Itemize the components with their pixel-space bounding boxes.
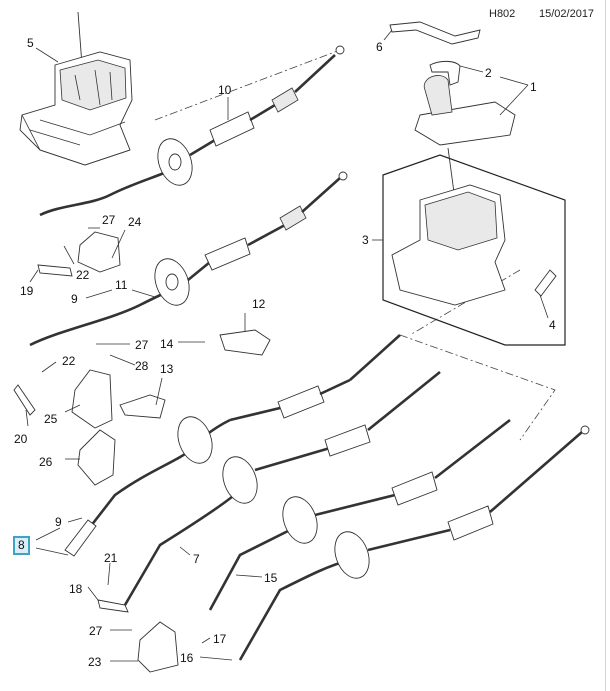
diagram-date: 15/02/2017 [539, 8, 595, 20]
callout-28[interactable]: 28 [135, 359, 149, 373]
callout-8-selected[interactable]: 8 [13, 536, 30, 555]
cable-part-16[interactable] [208, 418, 511, 611]
callout-26[interactable]: 26 [39, 455, 53, 469]
callout-22-lower[interactable]: 22 [62, 354, 76, 368]
callout-13[interactable]: 13 [160, 362, 174, 376]
cable-end-part-4[interactable] [534, 269, 557, 297]
assembly-box-part-3 [382, 154, 566, 346]
knob-part-2[interactable] [429, 60, 461, 86]
shifter-assembly-part-5[interactable] [19, 11, 133, 166]
diagram-code: H802 [489, 8, 516, 20]
callout-14[interactable]: 14 [160, 337, 174, 351]
callout-27-middle[interactable]: 27 [135, 338, 149, 352]
shifter-assembly-part-3[interactable] [391, 147, 506, 306]
cable-part-11[interactable] [29, 171, 348, 347]
callout-25[interactable]: 25 [44, 412, 58, 426]
callout-11[interactable]: 11 [115, 278, 128, 292]
shift-knob-part-1[interactable] [414, 75, 516, 146]
callout-17[interactable]: 17 [213, 632, 227, 646]
callout-2[interactable]: 2 [485, 66, 492, 80]
callout-27-upper[interactable]: 27 [102, 213, 116, 227]
callout-19[interactable]: 19 [20, 284, 34, 298]
bracket-part-13[interactable] [119, 394, 166, 419]
heat-shield-part-23[interactable] [137, 621, 179, 673]
callout-10[interactable]: 10 [218, 83, 232, 97]
cable-end-part-8[interactable] [64, 519, 97, 557]
callout-23[interactable]: 23 [88, 655, 102, 669]
callout-3[interactable]: 3 [362, 233, 369, 247]
callout-12[interactable]: 12 [252, 297, 266, 311]
bracket-part-12[interactable] [219, 329, 271, 356]
cable-part-17-cable[interactable] [238, 425, 590, 661]
lever-part-18[interactable] [97, 599, 129, 613]
callout-24[interactable]: 24 [128, 215, 142, 229]
callout-16[interactable]: 16 [180, 651, 194, 665]
cable-part-15[interactable] [123, 370, 441, 606]
callout-22-upper[interactable]: 22 [76, 268, 90, 282]
cable-part-10[interactable] [39, 45, 345, 217]
bracket-part-25[interactable] [71, 369, 113, 429]
cable-part-7[interactable] [78, 334, 401, 541]
callout-18[interactable]: 18 [69, 582, 83, 596]
callout-4[interactable]: 4 [549, 318, 556, 332]
callout-21[interactable]: 21 [104, 551, 118, 565]
callout-20[interactable]: 20 [14, 432, 28, 446]
bracket-part-26[interactable] [77, 429, 116, 486]
lever-part-19[interactable] [37, 264, 73, 277]
callout-27-lower[interactable]: 27 [89, 624, 103, 638]
callout-6[interactable]: 6 [376, 40, 383, 54]
callout-7[interactable]: 7 [193, 552, 200, 566]
assembly-guide-line [154, 49, 341, 121]
trim-part-6[interactable] [389, 21, 481, 45]
callout-5[interactable]: 5 [27, 36, 34, 50]
callout-15[interactable]: 15 [264, 571, 278, 585]
callout-9-lower[interactable]: 9 [55, 515, 62, 529]
bracket-part-24[interactable] [77, 231, 121, 273]
callout-1[interactable]: 1 [530, 80, 537, 94]
callout-9-upper[interactable]: 9 [71, 292, 78, 306]
leader-lines [25, 29, 549, 662]
frame-border [605, 0, 606, 691]
lever-part-20[interactable] [13, 384, 36, 416]
